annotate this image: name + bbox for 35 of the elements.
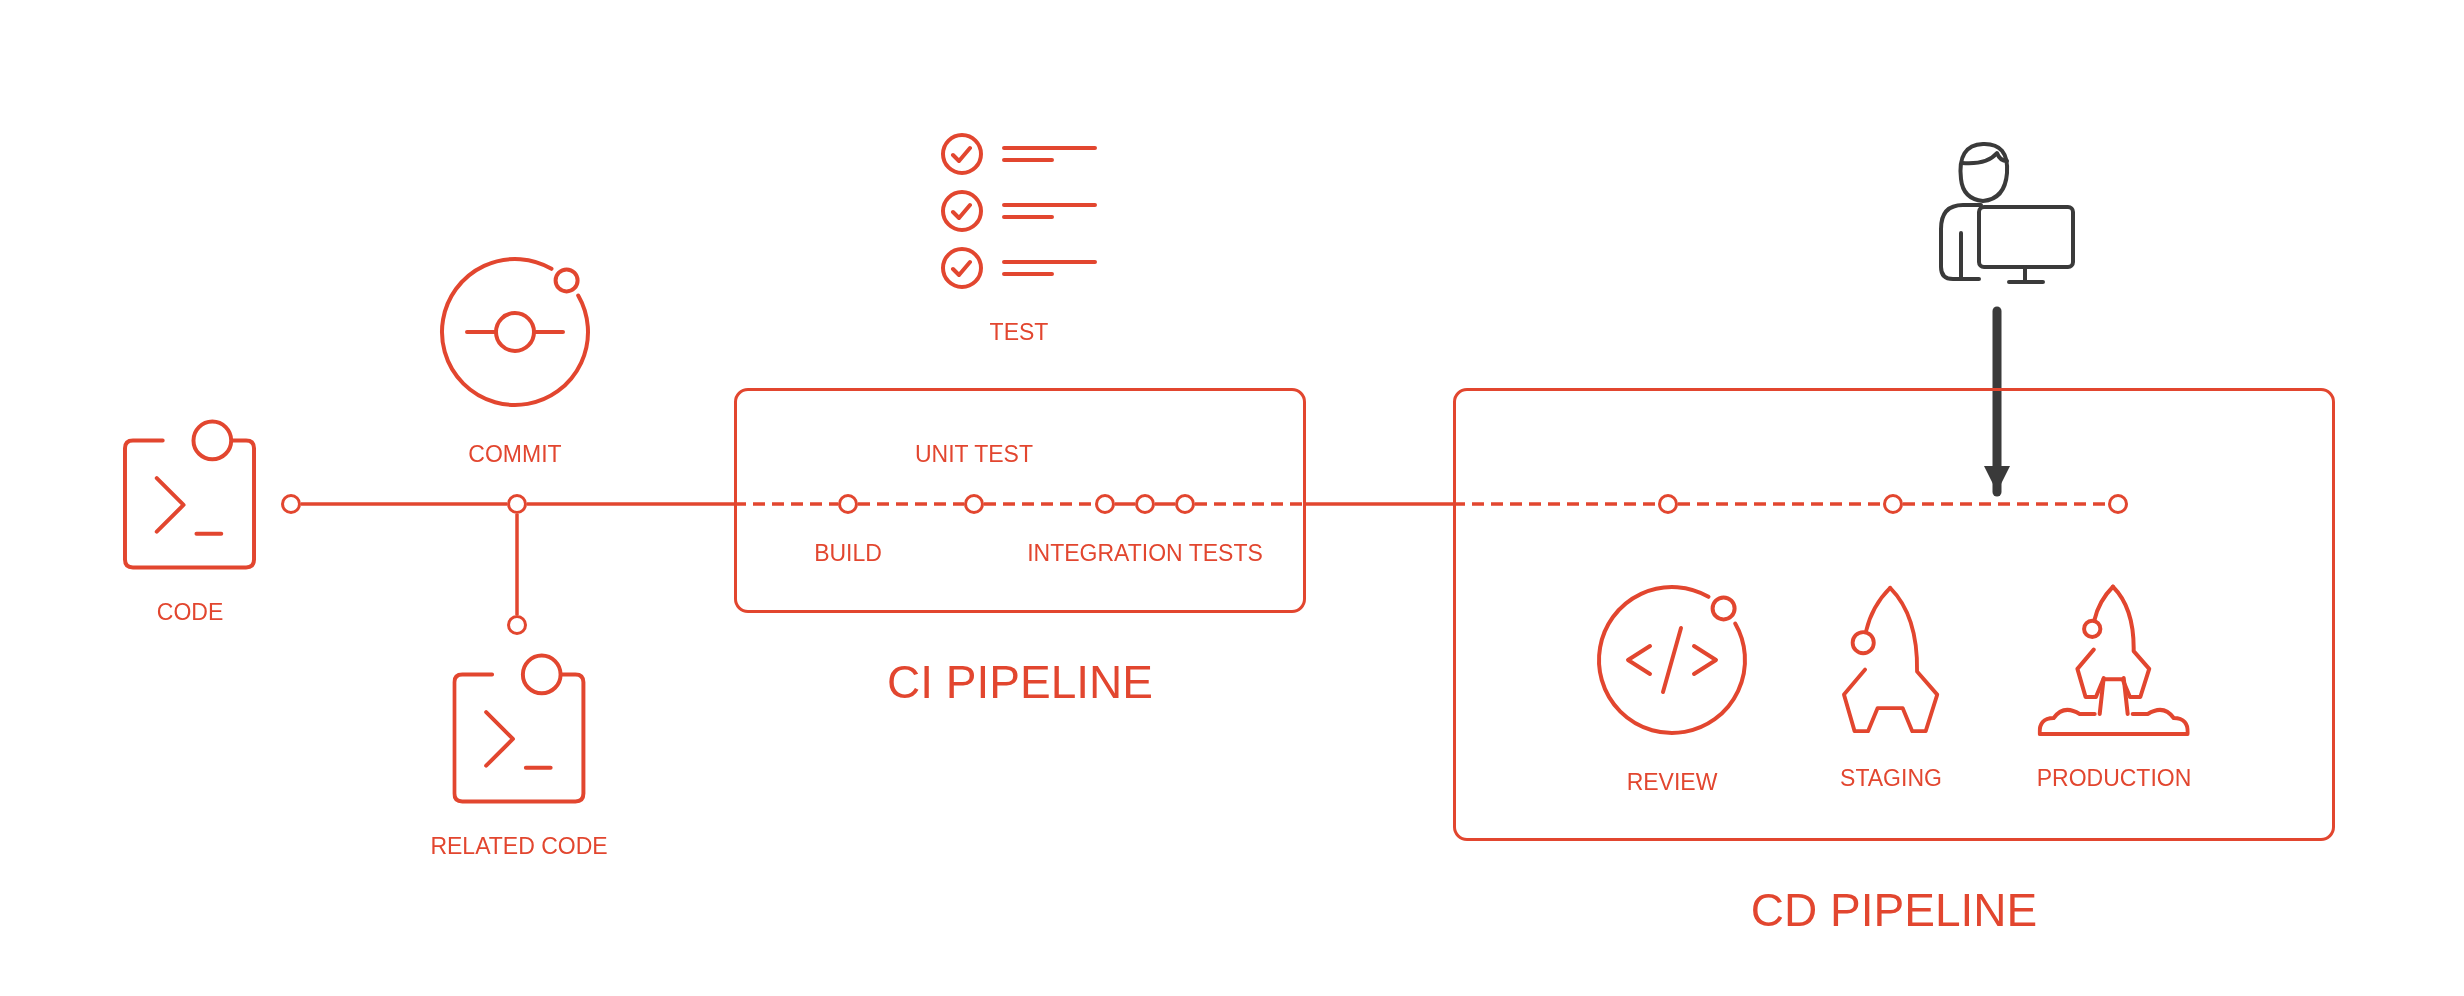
pipeline-dot [1883, 494, 1903, 514]
pipeline-dot [2108, 494, 2128, 514]
pipeline-dot [1135, 494, 1155, 514]
pipeline-dot [838, 494, 858, 514]
pipeline-dot [1175, 494, 1195, 514]
stage-label: CODE [156, 598, 224, 626]
pipeline-dot [964, 494, 984, 514]
step-label: UNIT TEST [915, 440, 1033, 468]
pipeline-line [515, 514, 519, 615]
pipeline-title: CI PIPELINE [886, 655, 1154, 709]
pipeline-line [734, 502, 838, 506]
step-label: INTEGRATION TESTS [1027, 539, 1263, 567]
pipeline-line [1903, 502, 2108, 506]
step-label: BUILD [814, 539, 882, 567]
pipeline-dot [1658, 494, 1678, 514]
pipeline-line [1306, 502, 1453, 506]
pipeline-dot [281, 494, 301, 514]
stage-label: RELATED CODE [430, 832, 608, 860]
pipeline-dot [507, 615, 527, 635]
pipeline-line [1115, 502, 1135, 506]
stage-label: REVIEW [1626, 768, 1718, 796]
pipeline-line [1453, 502, 1658, 506]
pipeline-line [858, 502, 964, 506]
pipeline-line [1155, 502, 1175, 506]
stage-label: TEST [989, 318, 1049, 346]
stage-label: PRODUCTION [2036, 764, 2192, 792]
arrow [1984, 306, 2010, 497]
stage-label: STAGING [1840, 764, 1942, 792]
pipeline-dot [1095, 494, 1115, 514]
pipeline-line [527, 502, 734, 506]
pipeline-title: CD PIPELINE [1749, 883, 2039, 937]
pipeline-line [301, 502, 507, 506]
pipeline-line [1678, 502, 1883, 506]
pipeline-dot [507, 494, 527, 514]
stage-label: COMMIT [468, 440, 562, 468]
